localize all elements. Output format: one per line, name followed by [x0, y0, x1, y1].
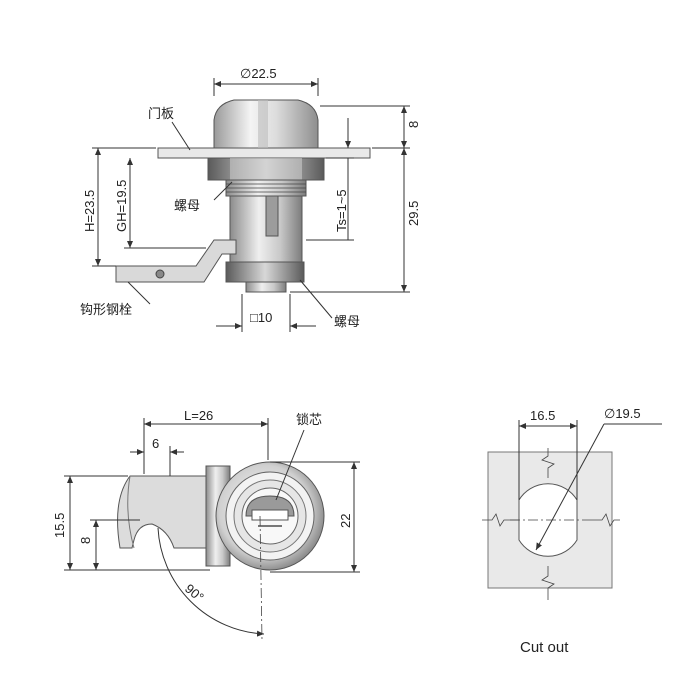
dim-l-26: L=26: [184, 408, 213, 423]
screw-tip: [245, 281, 287, 293]
cutout-caption: Cut out: [520, 639, 569, 656]
dim-6: 6: [152, 436, 159, 451]
dim-diameter-top: ∅22.5: [240, 66, 277, 81]
dim-16-5: 16.5: [530, 408, 555, 423]
dim-square-10: □10: [250, 310, 272, 325]
dim-ts: Ts=1~5: [334, 189, 349, 232]
lower-nut: [225, 261, 305, 283]
front-hook: [117, 475, 215, 549]
hook-cam: [115, 239, 237, 283]
side-view: ∅22.5 门板 8 29.5 Ts=1~5 H=23.5 GH=19.5 螺母: [80, 66, 421, 332]
nut-label-upper: 螺母: [174, 199, 200, 214]
dim-22: 22: [338, 514, 353, 528]
dim-gh: GH=19.5: [114, 180, 129, 232]
front-view: 锁芯 L=26 6 15.5 8 22 90°: [52, 408, 360, 641]
nut-label-lower: 螺母: [334, 315, 360, 330]
dim-diameter-cutout: ∅19.5: [604, 406, 641, 421]
dim-15-5: 15.5: [52, 513, 67, 538]
dim-h: H=23.5: [82, 190, 97, 232]
cam-label: 钩形钢栓: [80, 303, 132, 318]
cutout-view: 16.5 ∅19.5 Cut out: [482, 406, 662, 656]
dim-8-front: 8: [78, 537, 93, 544]
core-label: 锁芯: [296, 412, 322, 428]
dim-90: 90°: [182, 581, 207, 605]
dim-8-top: 8: [406, 121, 421, 128]
dim-29-5: 29.5: [406, 201, 421, 226]
panel-label: 门板: [148, 107, 174, 122]
